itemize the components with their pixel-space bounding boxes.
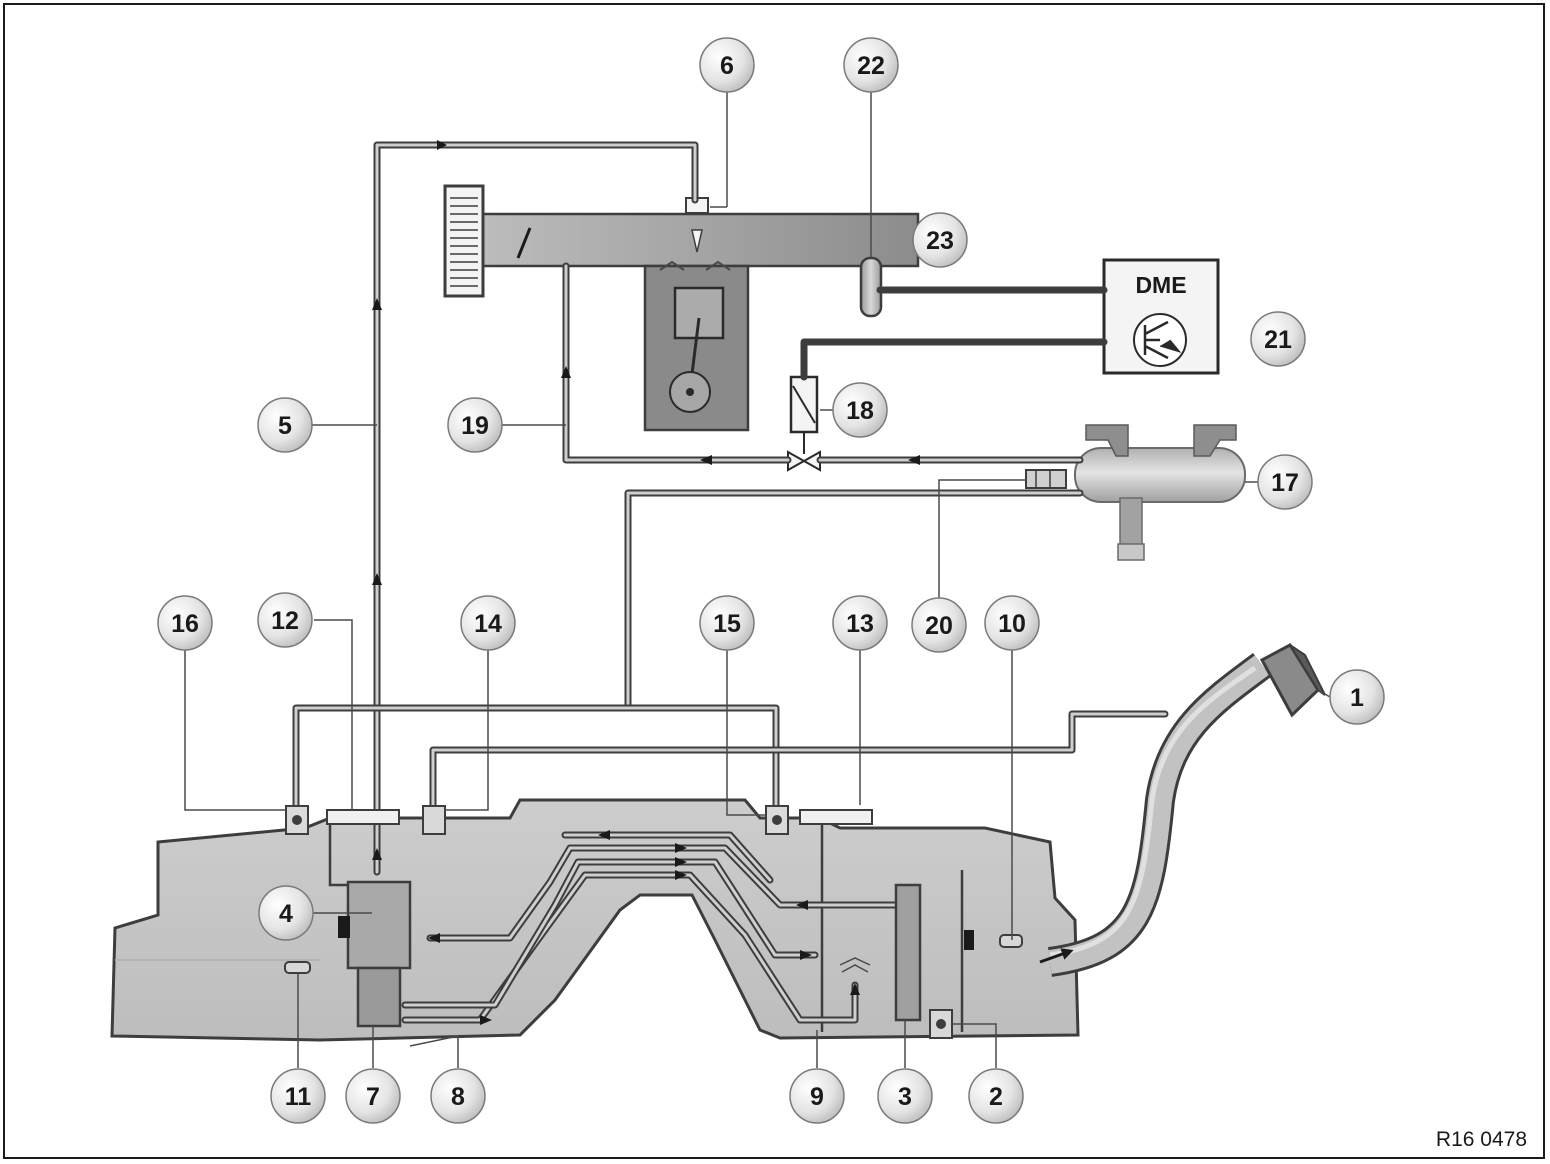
filler-neck: [1039, 643, 1326, 977]
svg-text:9: 9: [810, 1083, 824, 1111]
callout-8: 8: [430, 1068, 486, 1124]
suction-jet-pump-left: [356, 966, 402, 1028]
callout-17: 17: [1257, 454, 1313, 510]
callout-11: 11: [270, 1068, 326, 1124]
callout-21: 21: [1250, 311, 1306, 367]
fuel-filter: [894, 883, 922, 1022]
svg-text:19: 19: [461, 412, 489, 440]
flow-arrows: [372, 140, 920, 1025]
svg-text:20: 20: [925, 612, 953, 640]
reference-code: R16 0478: [1436, 1128, 1527, 1151]
callout-19: 19: [447, 397, 503, 453]
leader-lines: [184, 92, 1331, 1068]
fuel-lines: [292, 141, 1169, 1024]
svg-text:14: 14: [474, 610, 502, 638]
pump-connector: [338, 916, 350, 938]
callouts: 1 2 3 4 5 6 7 8 9 10 11 12 13 14 15 16 1…: [157, 37, 1385, 1124]
callout-6: 6: [699, 37, 755, 93]
svg-text:17: 17: [1271, 469, 1299, 497]
svg-text:6: 6: [720, 52, 734, 80]
callout-23: 23: [912, 212, 968, 268]
svg-text:7: 7: [366, 1083, 380, 1111]
dme-control-unit: DME: [1102, 258, 1220, 375]
svg-text:18: 18: [846, 397, 874, 425]
callout-9: 9: [789, 1068, 845, 1124]
svg-text:23: 23: [926, 227, 954, 255]
level-sensor-right: [999, 934, 1023, 948]
svg-text:12: 12: [271, 607, 299, 635]
callout-3: 3: [877, 1068, 933, 1124]
engine-cylinder: [643, 260, 750, 432]
callout-18: 18: [832, 382, 888, 438]
manifold-sensor: [859, 256, 883, 318]
svg-text:10: 10: [998, 610, 1026, 638]
svg-text:3: 3: [898, 1083, 912, 1111]
callout-16: 16: [157, 595, 213, 651]
callout-15: 15: [699, 595, 755, 651]
svg-text:5: 5: [278, 412, 292, 440]
level-sensor-left: [284, 961, 311, 974]
svg-text:11: 11: [285, 1083, 312, 1111]
purge-valve: [787, 375, 821, 472]
callout-1: 1: [1329, 669, 1385, 725]
svg-text:15: 15: [713, 610, 741, 638]
air-filter: [443, 184, 485, 298]
callout-22: 22: [843, 37, 899, 93]
callout-4: 4: [258, 885, 314, 941]
callout-2: 2: [968, 1068, 1024, 1124]
injector: [685, 197, 709, 253]
svg-text:21: 21: [1264, 326, 1292, 354]
callout-10: 10: [984, 595, 1040, 651]
callout-5: 5: [257, 397, 313, 453]
svg-text:2: 2: [989, 1083, 1003, 1111]
callout-13: 13: [832, 595, 888, 651]
svg-text:13: 13: [846, 610, 874, 638]
tank-components: [284, 805, 1023, 1039]
svg-text:1: 1: [1350, 684, 1364, 712]
callout-14: 14: [460, 595, 516, 651]
callout-20: 20: [911, 597, 967, 653]
callout-7: 7: [345, 1068, 401, 1124]
svg-text:22: 22: [857, 52, 885, 80]
callout-12: 12: [257, 592, 313, 648]
svg-text:4: 4: [279, 900, 293, 928]
svg-text:16: 16: [171, 610, 199, 638]
fuel-pump-module: [346, 880, 412, 970]
dme-label: DME: [1135, 272, 1186, 298]
service-lid-13: [799, 809, 873, 825]
service-lid-12: [326, 809, 400, 825]
carbon-canister: [1025, 424, 1246, 561]
filler-cap: [1259, 643, 1326, 718]
svg-text:8: 8: [451, 1083, 465, 1111]
vent-valve-14: [422, 805, 446, 835]
